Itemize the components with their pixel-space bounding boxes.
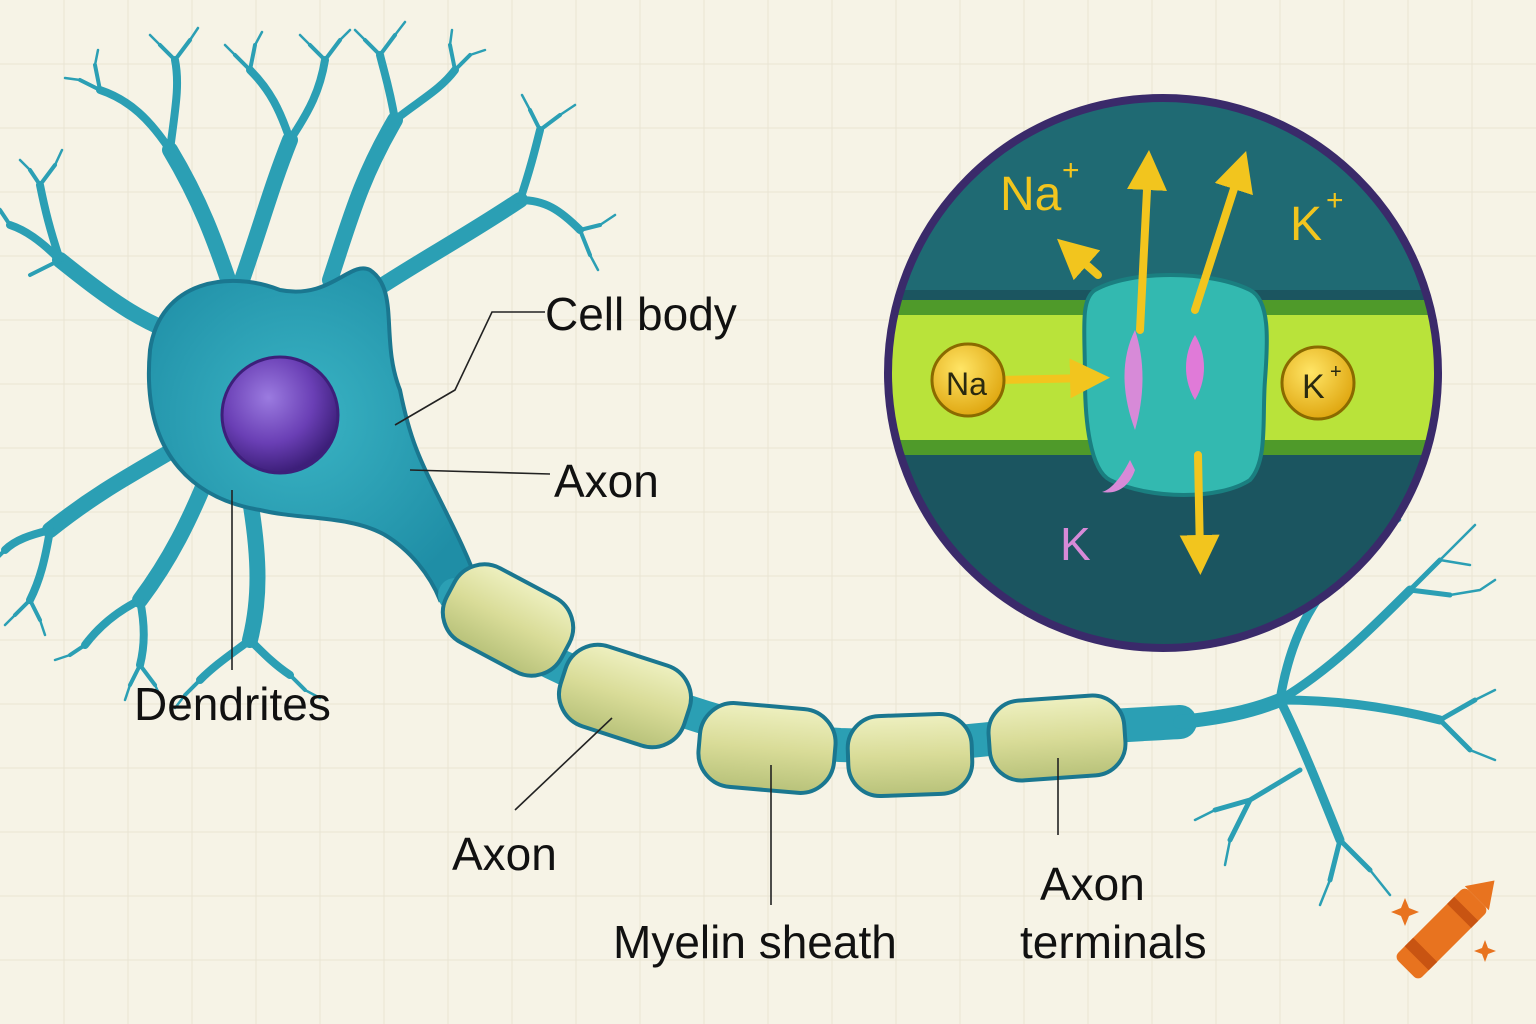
leader-axon-upper <box>409 469 551 475</box>
k-top-charge: + <box>1326 184 1344 217</box>
arrow-up-left <box>1127 150 1167 334</box>
crayon-icon <box>1396 880 1495 979</box>
k-ball-label: K <box>1302 368 1325 406</box>
channel-protein <box>1082 273 1269 497</box>
arrow-down <box>1179 451 1220 575</box>
myelin-segment <box>557 642 693 750</box>
nucleus <box>220 355 340 475</box>
label-axon-upper: Axon <box>554 455 659 507</box>
na-top-charge: + <box>1062 154 1080 187</box>
na-top-label: Na <box>1000 168 1062 221</box>
labels: Cell body Axon Dendrites Axon Myelin she… <box>134 288 1207 968</box>
label-axon-terminals-line1: Axon <box>1040 858 1145 910</box>
na-ball-label: Na <box>946 366 987 402</box>
axon-terminals <box>1173 503 1497 907</box>
leader-cell-body <box>394 311 545 426</box>
label-cell-body: Cell body <box>545 288 737 340</box>
inset-ring <box>884 94 1442 652</box>
na-ion-ball <box>930 342 1006 418</box>
myelin-segment <box>845 711 975 799</box>
dendrites <box>0 20 617 710</box>
channel-pore-right <box>1186 335 1204 400</box>
k-ball-charge: + <box>1330 361 1342 383</box>
ion-channel-inset: Na + K + Na K + K <box>884 94 1442 652</box>
myelin-segment <box>440 562 576 678</box>
k-top-label: K <box>1290 198 1322 251</box>
k-bottom-label: K <box>1060 518 1091 570</box>
arrow-na-in <box>994 358 1110 399</box>
myelin-segments <box>440 562 1128 799</box>
leader-lines <box>231 311 1059 905</box>
myelin-segment <box>986 693 1128 783</box>
label-axon-lower: Axon <box>452 828 557 880</box>
label-myelin-sheath: Myelin sheath <box>613 916 897 968</box>
label-dendrites: Dendrites <box>134 678 331 730</box>
arrow-na-out <box>1057 238 1102 281</box>
ion-arrows <box>994 150 1253 575</box>
channel-pore-left <box>1124 330 1143 430</box>
sparkle-icon <box>1391 898 1496 962</box>
arrow-up-right <box>1191 150 1253 314</box>
myelin-segment <box>696 701 838 795</box>
label-axon-terminals-line2: terminals <box>1020 916 1207 968</box>
k-ion-ball <box>1280 345 1356 421</box>
leader-axon-lower <box>514 717 613 811</box>
